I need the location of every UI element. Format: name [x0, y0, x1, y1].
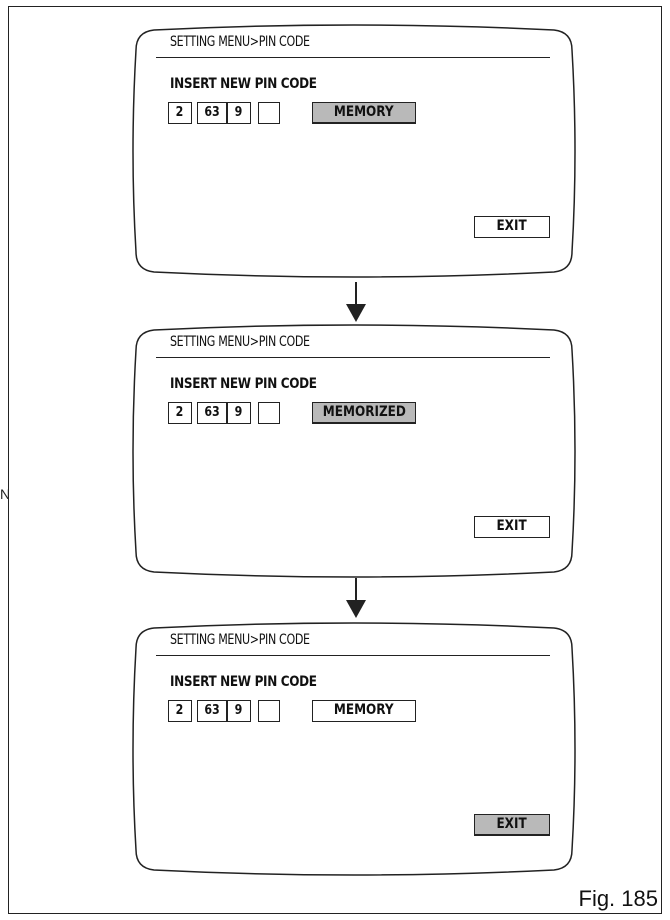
pin-digit-5[interactable]	[258, 402, 280, 424]
title-divider	[156, 357, 550, 358]
menu-title: SETTING MENU>PIN CODE	[170, 632, 310, 648]
screen-step-1: SETTING MENU>PIN CODE INSERT NEW PIN COD…	[132, 24, 576, 280]
screen-step-3: SETTING MENU>PIN CODE INSERT NEW PIN COD…	[132, 622, 576, 878]
pin-digit-2[interactable]: 63	[197, 700, 227, 722]
screen-outline	[132, 24, 576, 278]
exit-button[interactable]: EXIT	[474, 216, 550, 238]
pin-prompt: INSERT NEW PIN CODE	[170, 76, 317, 92]
margin-glyph: N	[0, 486, 11, 502]
exit-button[interactable]: EXIT	[474, 814, 550, 836]
pin-digit-2[interactable]: 63	[197, 102, 227, 124]
down-arrow-icon	[346, 578, 366, 618]
screen-step-2: SETTING MENU>PIN CODE INSERT NEW PIN COD…	[132, 324, 576, 580]
exit-button[interactable]: EXIT	[474, 516, 550, 538]
title-divider	[156, 655, 550, 656]
screen-outline	[132, 622, 576, 876]
pin-digit-5[interactable]	[258, 700, 280, 722]
title-divider	[156, 57, 550, 58]
pin-digit-1[interactable]: 2	[168, 402, 192, 424]
pin-digit-2[interactable]: 63	[197, 402, 227, 424]
screen-outline	[132, 324, 576, 578]
figure-label: Fig. 185	[578, 886, 659, 911]
menu-title: SETTING MENU>PIN CODE	[170, 34, 310, 50]
pin-digit-3[interactable]: 9	[227, 102, 251, 124]
pin-prompt: INSERT NEW PIN CODE	[170, 376, 317, 392]
pin-digit-5[interactable]	[258, 102, 280, 124]
pin-digit-3[interactable]: 9	[227, 402, 251, 424]
menu-title: SETTING MENU>PIN CODE	[170, 334, 310, 350]
pin-prompt: INSERT NEW PIN CODE	[170, 674, 317, 690]
memory-button[interactable]: MEMORIZED	[312, 402, 416, 424]
pin-digit-1[interactable]: 2	[168, 102, 192, 124]
memory-button[interactable]: MEMORY	[312, 102, 416, 124]
figure-frame	[8, 6, 662, 914]
pin-digit-1[interactable]: 2	[168, 700, 192, 722]
down-arrow-icon	[346, 282, 366, 322]
pin-digit-3[interactable]: 9	[227, 700, 251, 722]
memory-button[interactable]: MEMORY	[312, 700, 416, 722]
